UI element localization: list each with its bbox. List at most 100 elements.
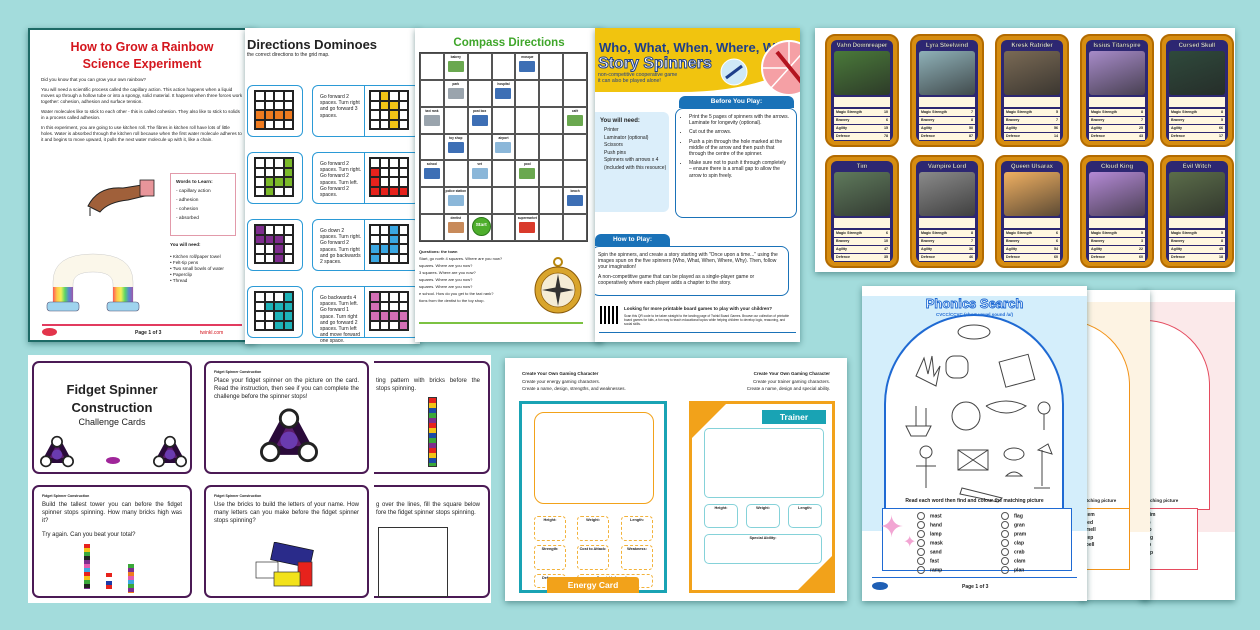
word-option[interactable]: stem	[1083, 512, 1095, 518]
page-number: Page 1 of 3	[135, 330, 162, 336]
word-option[interactable]: twig	[1143, 535, 1197, 543]
word-option[interactable]: pram	[1001, 530, 1026, 539]
corner-decoration	[689, 401, 729, 441]
card-name: Queen Ulsarax	[1010, 164, 1054, 170]
word-option[interactable]: clap	[1001, 539, 1026, 548]
map-cell: toy shop	[443, 133, 468, 161]
drawing-square	[378, 527, 448, 597]
map-cell	[539, 214, 564, 241]
word: - capillary action	[176, 189, 211, 194]
you-will-need-box: You will need: Printer Laminator (option…	[595, 112, 669, 212]
word-option[interactable]: crab	[1001, 548, 1026, 557]
card-name: Kresk Ratrider	[1011, 43, 1053, 49]
need-item: Scissors	[604, 142, 623, 148]
map-cell	[420, 79, 444, 107]
word-option[interactable]: flag	[1001, 512, 1026, 521]
word-option[interactable]: smell	[1083, 527, 1096, 534]
word-option[interactable]: sled	[1083, 519, 1094, 526]
directions-dominoes-sheet: Directions Dominoes the correct directio…	[245, 28, 420, 344]
word-option[interactable]: skip	[1143, 550, 1197, 558]
map-cell	[491, 160, 516, 188]
grid-map	[369, 90, 409, 130]
qr-code-icon[interactable]	[600, 306, 618, 324]
word-option[interactable]: spell	[1083, 542, 1095, 549]
place-picture-icon	[423, 168, 440, 180]
phonics-search-sheet: Phonics Search CVCC/CCVC (short vowel so…	[862, 286, 1087, 601]
map-cell: beach	[563, 187, 587, 215]
word-option[interactable]: lamp	[917, 530, 943, 539]
word-option[interactable]: step	[1083, 534, 1094, 541]
map-cell: hospital	[491, 79, 516, 107]
place-picture-icon	[447, 87, 464, 99]
weight-field[interactable]: Weight:	[746, 504, 780, 528]
lego-bricks-icon	[255, 542, 314, 587]
word-option[interactable]: dip	[1143, 520, 1197, 528]
rule-item: Make sure not to push it through complet…	[689, 160, 790, 179]
map-cell	[539, 106, 564, 134]
word-option[interactable]: ramp	[917, 566, 943, 575]
character-picture	[1089, 51, 1145, 95]
weight-field[interactable]: Weight:	[577, 516, 609, 541]
cost-to-attack-field[interactable]: Cost to Attack:	[577, 545, 609, 570]
word-option[interactable]: plan	[1001, 566, 1026, 575]
map-cell	[515, 106, 540, 134]
card-name: Vahn Downreaper	[836, 43, 888, 49]
card-text: Build the tallest tower you can before t…	[42, 502, 182, 524]
promo-text: Scan this QR code to be taken straight t…	[624, 314, 790, 327]
card-label: Fidget Spinner Construction	[214, 370, 262, 374]
length-field[interactable]: Length:	[788, 504, 822, 528]
map-cell: school	[420, 160, 444, 188]
word-option[interactable]: clam	[1001, 557, 1026, 566]
height-field[interactable]: Height:	[534, 516, 566, 541]
character-picture	[1169, 51, 1225, 95]
map-cell: pool	[515, 160, 540, 188]
word-option[interactable]: hand	[917, 521, 943, 530]
word-option[interactable]: trip	[1143, 542, 1197, 550]
word-option[interactable]: fast	[917, 557, 943, 566]
length-field[interactable]: Length:	[621, 516, 653, 541]
questions-list: Questions: the town Start, go north 4 sq…	[419, 248, 502, 304]
card-description	[834, 97, 890, 107]
weakness-field[interactable]: Weakness:	[621, 545, 653, 570]
spinners-tagline: non-competitive cooperative game	[598, 72, 678, 78]
map-cell: airport	[491, 133, 516, 161]
word-option[interactable]: sand	[917, 548, 943, 557]
map-cell	[515, 187, 540, 215]
word-option[interactable]: slip	[1143, 527, 1197, 535]
word-option[interactable]: gran	[1001, 521, 1026, 530]
instruction: matching picture	[1080, 498, 1117, 503]
energy-card-frame: Height: Weight: Length: Strength: Cost t…	[519, 401, 667, 593]
phonics-subtitle: CVCC/CCVC (short vowel sound /a/)	[935, 312, 1013, 317]
height-field[interactable]: Height:	[704, 504, 738, 528]
domino-right: Go forward 2 spaces. Turn right and go f…	[312, 85, 420, 137]
domino-row: Go forward 2 spaces. Turn right and go f…	[247, 85, 420, 137]
map-cell	[563, 214, 587, 241]
word-option[interactable]: mast	[917, 512, 943, 521]
need-item: • Paperclip	[170, 272, 193, 277]
direction-text: Go down 2 spaces. Turn right. Go forward…	[320, 228, 362, 266]
special-ability-field[interactable]: Special Ability:	[704, 534, 822, 564]
spinners-title: Who, What, When, Where, Why	[599, 40, 791, 55]
corner-decoration	[795, 553, 835, 593]
grid-map	[254, 90, 294, 130]
strength-field[interactable]: Strength:	[534, 545, 566, 570]
word-option[interactable]: swim	[1143, 512, 1197, 520]
word-option[interactable]: mask	[917, 539, 943, 548]
need-item: • Kitchen roll/paper towel	[170, 254, 221, 259]
footer-divider	[42, 324, 242, 326]
